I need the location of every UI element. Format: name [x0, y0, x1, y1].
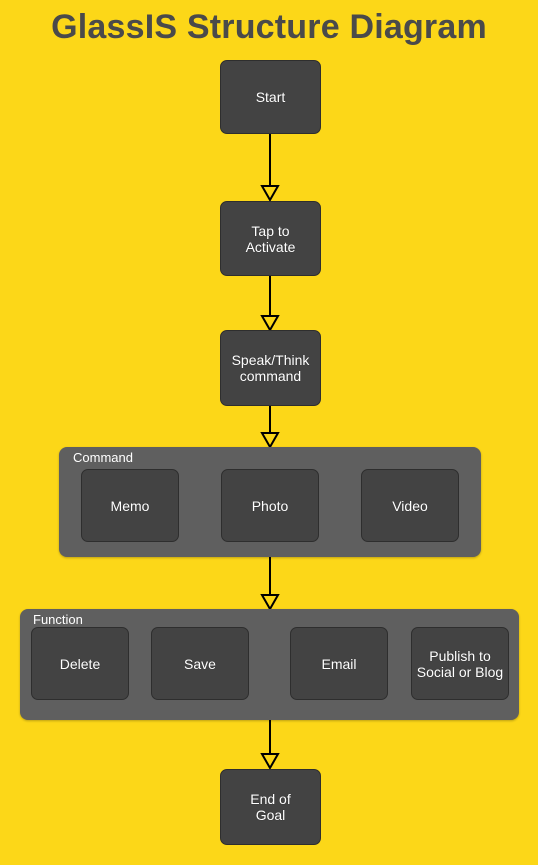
diagram-title: GlassIS Structure Diagram [51, 8, 487, 46]
function-group: Function Delete Save Email Publish to So… [20, 609, 519, 720]
arrowhead-function [260, 594, 280, 612]
command-item-video: Video [361, 469, 459, 542]
function-item-delete: Delete [31, 627, 129, 700]
arrowhead-speak [260, 315, 280, 333]
node-end-of-goal: End of Goal [220, 769, 321, 845]
arrowhead-end [260, 753, 280, 771]
command-group-label: Command [73, 450, 133, 465]
node-tap-to-activate: Tap to Activate [220, 201, 321, 276]
arrowhead-command [260, 432, 280, 450]
function-item-save: Save [151, 627, 249, 700]
node-speak-think-command: Speak/Think command [220, 330, 321, 406]
function-item-email: Email [290, 627, 388, 700]
command-group: Command Memo Photo Video [59, 447, 481, 557]
function-group-label: Function [33, 612, 83, 627]
command-item-photo: Photo [221, 469, 319, 542]
command-item-memo: Memo [81, 469, 179, 542]
node-start: Start [220, 60, 321, 134]
function-item-publish: Publish to Social or Blog [411, 627, 509, 700]
arrowhead-tap [260, 185, 280, 203]
